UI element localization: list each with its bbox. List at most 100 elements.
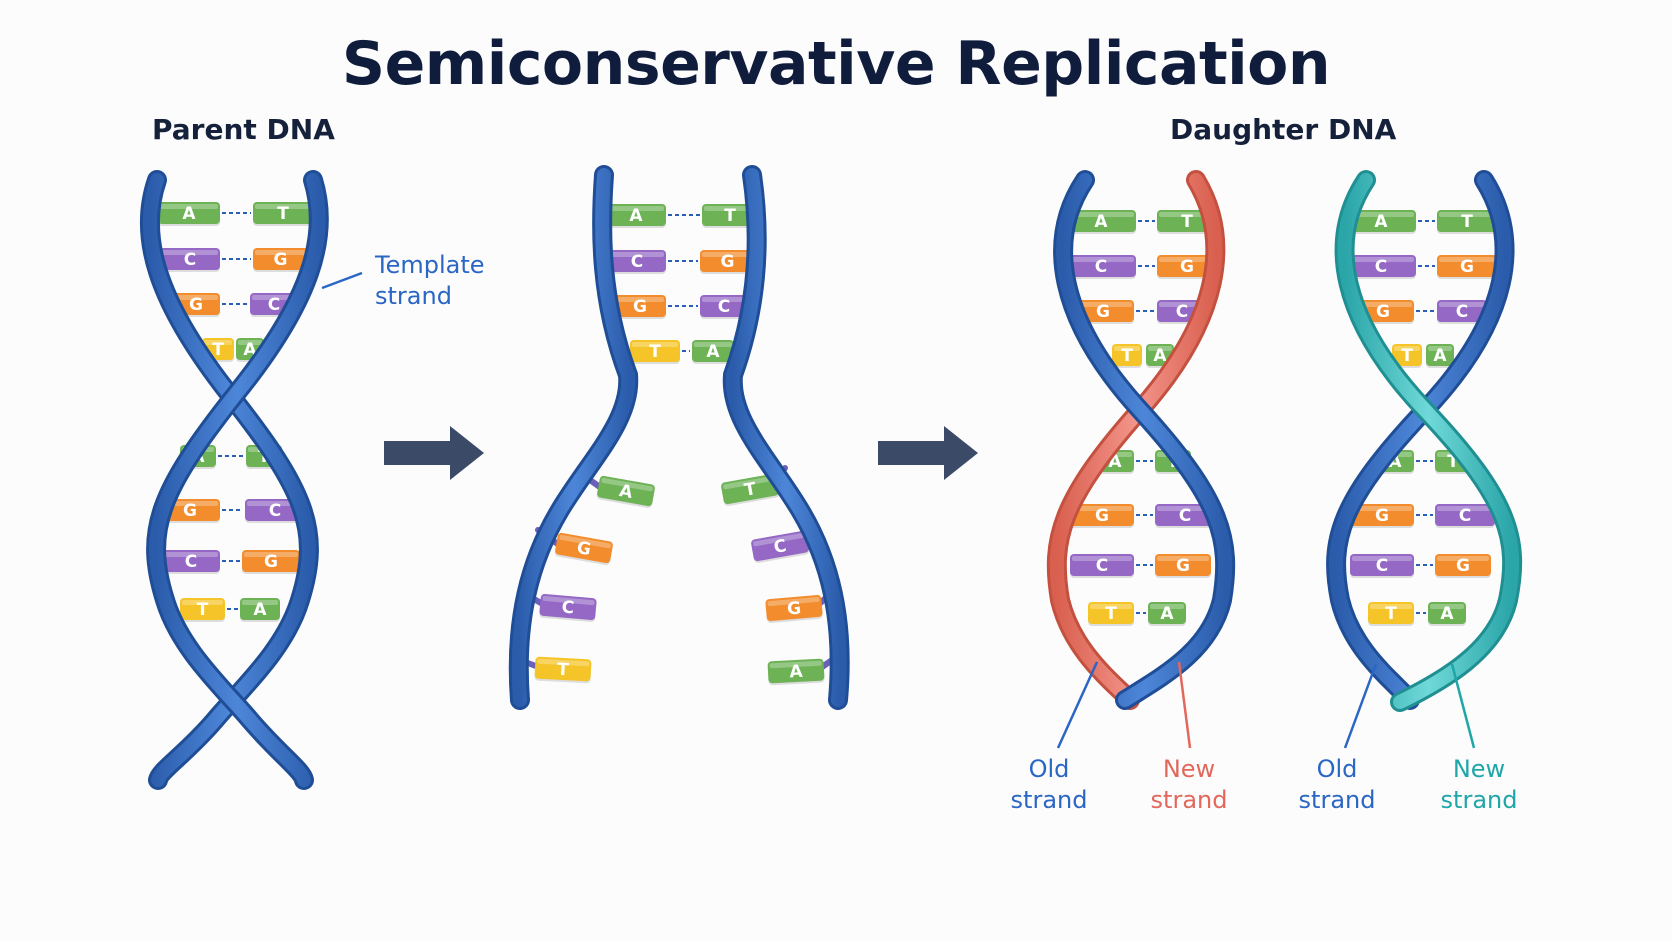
base-g: G — [253, 248, 308, 272]
base-g: G — [1350, 504, 1414, 528]
page-title: Semiconservative Replication — [341, 29, 1331, 99]
base-letter: A — [706, 342, 720, 362]
base-letter: G — [1375, 506, 1389, 526]
base-letter: T — [1105, 604, 1117, 624]
base-letter: G — [274, 250, 288, 270]
template-strand-label: Template strand — [375, 251, 485, 310]
base-letter: T — [1385, 604, 1397, 624]
parent-dna-heading: Parent DNA — [152, 113, 335, 146]
base-letter: T — [277, 204, 289, 224]
base-letter: C — [772, 536, 788, 558]
base-c: C — [1437, 300, 1487, 324]
base-letter: A — [1433, 346, 1447, 366]
base-g: G — [1435, 554, 1491, 578]
base-c: C — [1066, 255, 1136, 279]
base-letter: A — [182, 204, 196, 224]
base-letter: T — [1401, 346, 1413, 366]
base-letter: C — [1376, 556, 1388, 576]
base-letter: G — [189, 295, 203, 315]
base-letter: C — [631, 252, 643, 272]
base-g: G — [1155, 554, 1211, 578]
base-letter: C — [1179, 506, 1191, 526]
base-letter: G — [1456, 556, 1470, 576]
free-base-t: T — [534, 656, 592, 684]
base-letter: G — [633, 297, 647, 317]
base-a: A — [1426, 344, 1454, 368]
base-t: T — [1088, 602, 1134, 626]
base-t: T — [253, 202, 313, 226]
base-c: C — [1346, 255, 1416, 279]
base-a: A — [1346, 210, 1416, 234]
base-a: A — [1066, 210, 1136, 234]
base-c: C — [160, 248, 220, 272]
base-letter: A — [253, 600, 267, 620]
base-letter: C — [561, 597, 575, 618]
base-letter: A — [1153, 346, 1167, 366]
base-letter: G — [1096, 302, 1110, 322]
base-letter: C — [718, 297, 730, 317]
base-t: T — [1112, 344, 1142, 368]
daughter-dna-heading: Daughter DNA — [1170, 113, 1397, 146]
base-letter: G — [1180, 257, 1194, 277]
base-letter: A — [629, 206, 643, 226]
new-strand-label-1: New strand — [1150, 755, 1228, 814]
base-t: T — [180, 598, 225, 622]
base-t: T — [702, 204, 758, 228]
base-c: C — [1155, 504, 1215, 528]
base-letter: A — [789, 662, 804, 683]
base-letter: A — [1440, 604, 1454, 624]
old-strand-label-1: Old strand — [1010, 755, 1088, 814]
base-g: G — [1437, 255, 1497, 279]
base-letter: G — [1095, 506, 1109, 526]
base-c: C — [1435, 504, 1495, 528]
base-letter: A — [618, 481, 635, 503]
right-arrow-icon — [878, 426, 978, 480]
base-letter: G — [1376, 302, 1390, 322]
base-letter: G — [575, 538, 592, 560]
base-letter: G — [1176, 556, 1190, 576]
base-a: A — [692, 340, 734, 364]
base-g: G — [242, 550, 300, 574]
unzipping-dna: A T C G G C T A A G C T T C G A — [508, 165, 850, 710]
base-letter: T — [557, 660, 570, 681]
base-letter: A — [1374, 212, 1388, 232]
base-g: G — [1070, 504, 1134, 528]
base-g: G — [614, 295, 666, 319]
base-letter: G — [1460, 257, 1474, 277]
base-letter: C — [184, 250, 196, 270]
base-letter: G — [786, 598, 802, 619]
base-letter: C — [268, 295, 280, 315]
base-letter: C — [185, 552, 197, 572]
base-letter: T — [1461, 212, 1473, 232]
base-g: G — [1157, 255, 1217, 279]
new-strand-label-2: New strand — [1440, 755, 1518, 814]
free-base-a: A — [596, 475, 655, 509]
base-a: A — [606, 204, 666, 228]
base-letter: T — [649, 342, 661, 362]
base-letter: T — [743, 479, 758, 501]
base-c: C — [608, 250, 666, 274]
base-letter: A — [1160, 604, 1174, 624]
base-letter: G — [721, 252, 735, 272]
base-a: A — [1428, 602, 1466, 626]
base-a: A — [158, 202, 220, 226]
free-base-g: G — [765, 594, 823, 624]
base-t: T — [1368, 602, 1414, 626]
right-arrow-icon — [384, 426, 484, 480]
base-a: A — [1148, 602, 1186, 626]
base-letter: T — [197, 600, 209, 620]
base-letter: C — [1095, 257, 1107, 277]
base-letter: C — [1375, 257, 1387, 277]
base-c: C — [1350, 554, 1414, 578]
free-base-a: A — [767, 658, 825, 686]
free-base-c: C — [539, 593, 597, 623]
base-letter: C — [1176, 302, 1188, 322]
base-letter: C — [1459, 506, 1471, 526]
free-base-t: T — [721, 473, 780, 507]
base-a: A — [240, 598, 280, 622]
